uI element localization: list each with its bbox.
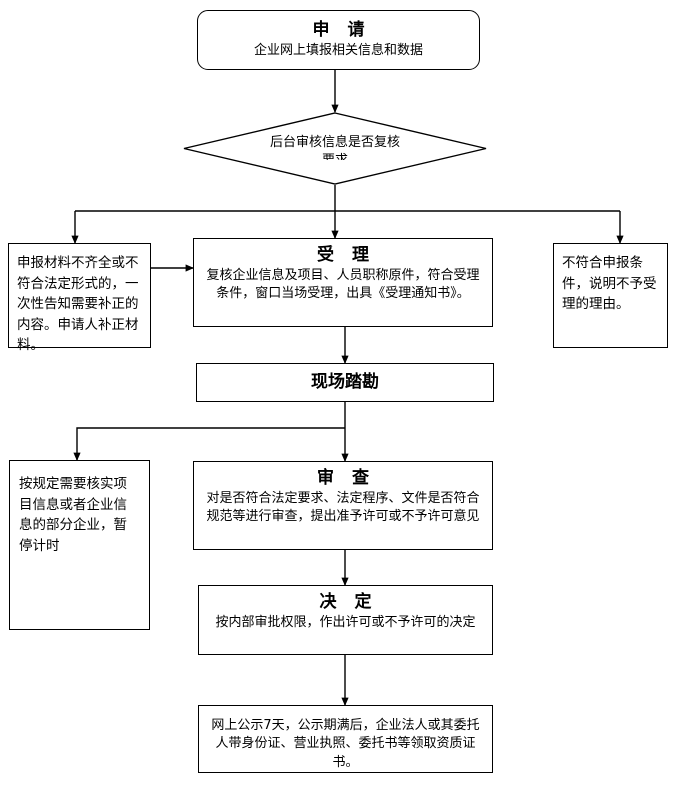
node-accept-title: 受 理: [317, 245, 375, 265]
node-suspend[interactable]: 按规定需要核实项目信息或者企业信息的部分企业，暂停计时: [9, 460, 150, 630]
node-reject[interactable]: 不符合申报条件，说明不予受理的理由。: [553, 243, 668, 348]
node-supplement-body: 申报材料不齐全或不符合法定形式的，一次性告知需要补正的内容。申请人补正材料。: [17, 255, 139, 354]
node-accept[interactable]: 受 理 复核企业信息及项目、人员职称原件，符合受理条件，窗口当场受理，出具《受理…: [193, 238, 493, 327]
node-decision-body: 按内部审批权限，作出许可或不予许可的决定: [215, 614, 476, 630]
node-publicize-body: 网上公示7天，公示期满后，企业法人或其委托人带身份证、营业执照、委托书等领取资质…: [211, 718, 480, 770]
edge-site-survey-to-suspend: [73, 427, 345, 461]
node-reject-body: 不符合申报条件，说明不予受理的理由。: [562, 255, 657, 313]
node-apply-body: 企业网上填报相关信息和数据: [253, 42, 423, 58]
node-review-decision-label: 后台审核信息是否复核 要求: [183, 134, 487, 160]
node-review-decision-line1: 后台审核信息是否复核: [269, 135, 400, 150]
node-site-survey[interactable]: 现场踏勘: [196, 363, 494, 402]
node-examine-body: 对是否符合法定要求、法定程序、文件是否符合规范等进行审查，提出准予许可或不予许可…: [206, 490, 480, 525]
node-examine-title: 审 查: [317, 468, 375, 488]
node-review-decision-line2: 要求: [183, 152, 487, 160]
node-publicize[interactable]: 网上公示7天，公示期满后，企业法人或其委托人带身份证、营业执照、委托书等领取资质…: [198, 705, 493, 773]
node-site-survey-title: 现场踏勘: [311, 372, 379, 393]
node-review-decision[interactable]: 后台审核信息是否复核 要求: [183, 112, 487, 185]
node-decision-title: 决 定: [319, 592, 378, 612]
diamond-shape: [183, 112, 487, 185]
node-suspend-body: 按规定需要核实项目信息或者企业信息的部分企业，暂停计时: [19, 476, 127, 554]
node-supplement[interactable]: 申报材料不齐全或不符合法定形式的，一次性告知需要补正的内容。申请人补正材料。: [8, 243, 151, 353]
node-apply[interactable]: 申 请 企业网上填报相关信息和数据: [197, 10, 480, 70]
node-examine[interactable]: 审 查 对是否符合法定要求、法定程序、文件是否符合规范等进行审查，提出准予许可或…: [193, 461, 493, 550]
node-accept-body: 复核企业信息及项目、人员职称原件，符合受理条件，窗口当场受理，出具《受理通知书》…: [206, 267, 480, 302]
node-decision[interactable]: 决 定 按内部审批权限，作出许可或不予许可的决定: [198, 585, 493, 655]
node-apply-title: 申 请: [312, 20, 371, 40]
